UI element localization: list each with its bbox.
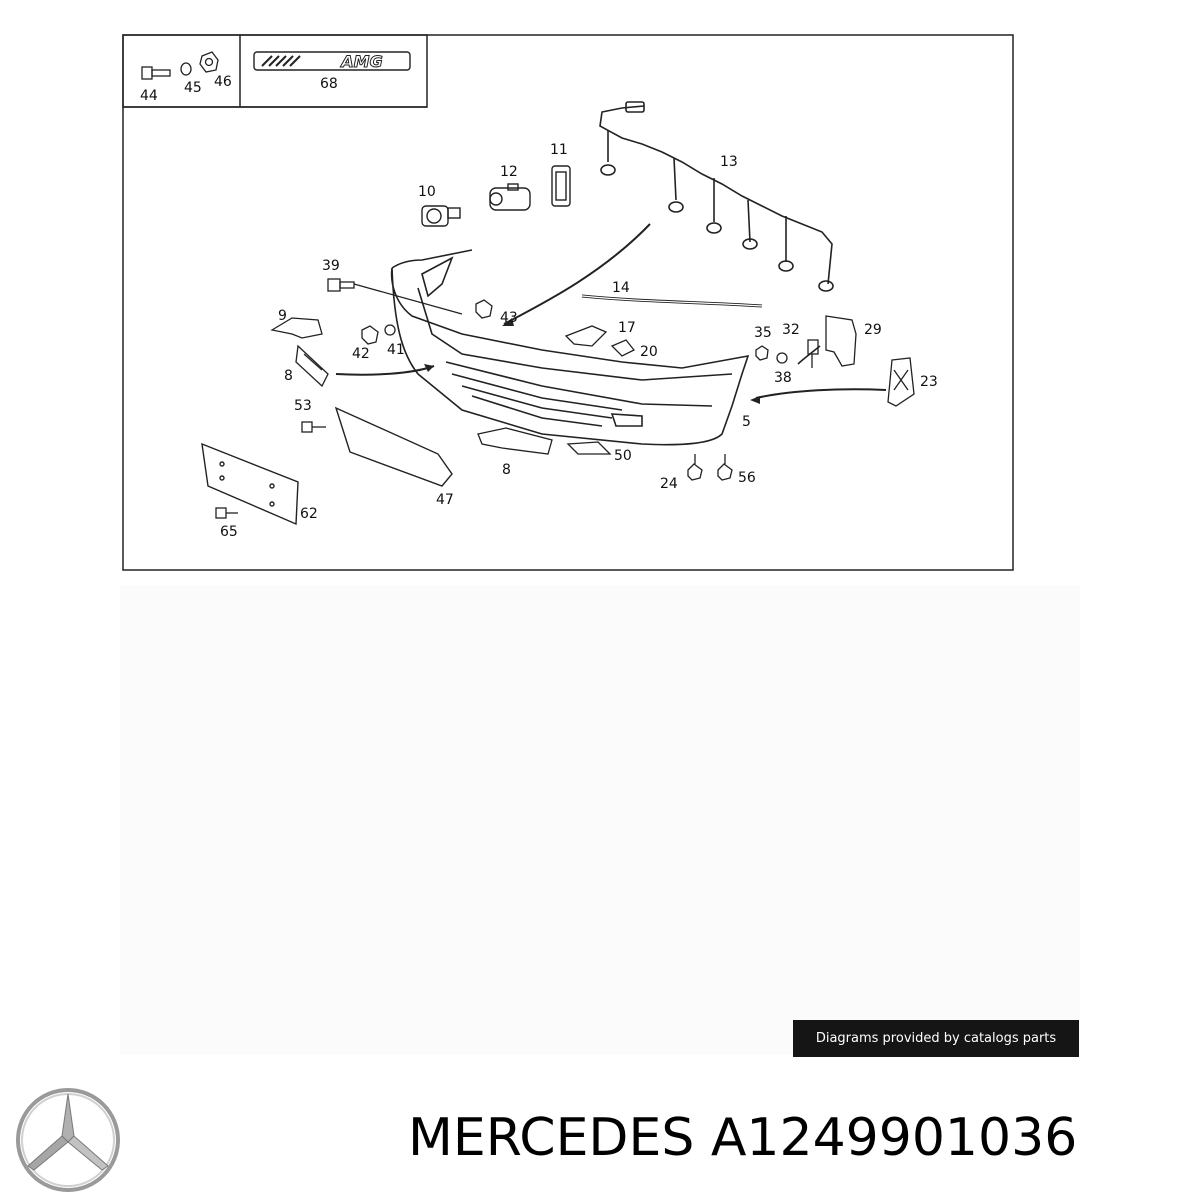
callout-label: 39 — [322, 258, 340, 274]
mount-icon — [887, 357, 915, 407]
nut-icon — [199, 51, 219, 73]
callout-label: 53 — [294, 398, 312, 414]
callout-label: 42 — [352, 346, 370, 362]
bracket-icon — [270, 317, 323, 339]
callout-label: 62 — [300, 506, 318, 522]
diagram-credit-text: Diagrams provided by catalogs parts — [815, 1031, 1057, 1046]
callout-46: 46 — [214, 74, 232, 90]
callout-label: 10 — [418, 184, 436, 200]
callout-label: 50 — [614, 448, 632, 464]
callout-label: 8 — [502, 462, 511, 478]
callout-label: 12 — [500, 164, 518, 180]
header-box: 44 45 46 AMG 68 — [122, 34, 428, 108]
washer-icon — [180, 62, 192, 76]
diagram-credit: Diagrams provided by catalogs parts — [793, 1020, 1079, 1057]
wiring-harness-icon — [599, 101, 834, 292]
sensor-bracket-icon — [551, 165, 571, 207]
callout-label: 56 — [738, 470, 756, 486]
mercedes-star-icon — [14, 1086, 122, 1194]
callout-label: 41 — [387, 342, 405, 358]
callout-label: 20 — [640, 344, 658, 360]
callout-label: 47 — [436, 492, 454, 508]
callout-label: 11 — [550, 142, 568, 158]
callout-label: 32 — [782, 322, 800, 338]
grille-insert-icon — [477, 427, 553, 455]
right-bracket-icon — [755, 315, 857, 368]
fog-lamp-cover-icon — [566, 441, 612, 455]
screw-icon — [687, 454, 733, 481]
sensor-holder-icon — [421, 205, 461, 227]
callout-label: 17 — [618, 320, 636, 336]
amg-badge-icon: AMG — [253, 51, 411, 72]
nut-icon — [361, 299, 493, 345]
bolt-icon — [141, 66, 171, 80]
callout-label: 65 — [220, 524, 238, 540]
callout-label: 9 — [278, 308, 287, 324]
license-plate-bracket-icon — [334, 406, 453, 487]
parts-diagram: 44 45 46 AMG 68 — [122, 34, 1014, 571]
screw-icon — [327, 278, 463, 315]
sensor-icon — [489, 183, 531, 211]
callout-label: 14 — [612, 280, 630, 296]
callout-label: 23 — [920, 374, 938, 390]
callout-label: 24 — [660, 476, 678, 492]
callout-label: 38 — [774, 370, 792, 386]
license-plate-icon — [201, 442, 299, 526]
part-title: MERCEDES A1249901036 — [408, 1108, 1078, 1168]
bumper-cover-icon — [390, 249, 750, 446]
callout-label: 5 — [742, 414, 751, 430]
screw-icon — [215, 421, 326, 519]
callout-44: 44 — [140, 88, 158, 104]
grille-insert-icon — [295, 344, 329, 388]
clip-icon — [564, 325, 636, 357]
callout-label: 35 — [754, 325, 772, 341]
background-panel — [120, 585, 1080, 1055]
callout-label: 29 — [864, 322, 882, 338]
diagram-frame — [122, 34, 1014, 571]
callout-label: 8 — [284, 368, 293, 384]
callout-45: 45 — [184, 80, 202, 96]
amg-badge-text: AMG — [339, 52, 382, 71]
washer-icon — [384, 324, 396, 336]
callout-68: 68 — [320, 76, 338, 92]
callout-label: 13 — [720, 154, 738, 170]
callout-label: 43 — [500, 310, 518, 326]
